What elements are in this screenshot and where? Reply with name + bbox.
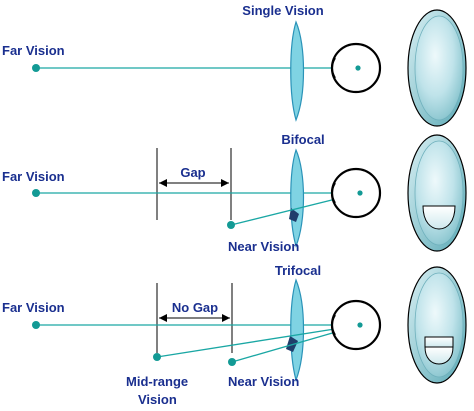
bifocal-title: Bifocal [281,132,324,147]
eye-icon [330,167,382,219]
mid-range-label-line2: Vision [138,392,177,407]
gap-label: Gap [180,165,205,180]
mid-range-ray [156,324,361,358]
trifocal-lens [290,278,305,382]
trifocal-row: Trifocal Far Vision No Gap Mid-range Vis… [2,263,467,407]
far-vision-point [32,64,40,72]
single-vision-lens [290,20,305,122]
far-vision-label: Far Vision [2,300,65,315]
focus-point [357,322,363,328]
focus-point [357,190,363,196]
near-vision-point [227,221,235,229]
single-vision-row: Single Vision Far Vision [2,3,467,127]
trifocal-title: Trifocal [275,263,321,278]
far-vision-label: Far Vision [2,43,65,58]
far-vision-point [32,189,40,197]
single-vision-title: Single Vision [242,3,323,18]
mid-range-point [153,353,161,361]
gap-indicator [156,148,232,220]
eye-icon [330,299,382,351]
bifocal-row: Bifocal Far Vision Gap Near Vision [2,132,467,254]
no-gap-label: No Gap [172,300,218,315]
far-vision-point [32,321,40,329]
no-gap-indicator [156,283,233,353]
focus-point [355,65,361,71]
near-vision-point [228,358,236,366]
far-vision-label: Far Vision [2,169,65,184]
near-vision-label: Near Vision [228,374,299,389]
near-vision-label: Near Vision [228,239,299,254]
bifocal-lens-front-view [407,134,467,252]
single-vision-lens-front-view [407,9,467,127]
near-segment [289,208,299,222]
mid-range-label: Mid-range [126,374,188,389]
bifocal-lens [290,148,305,248]
trifocal-lens-front-view [407,266,467,384]
